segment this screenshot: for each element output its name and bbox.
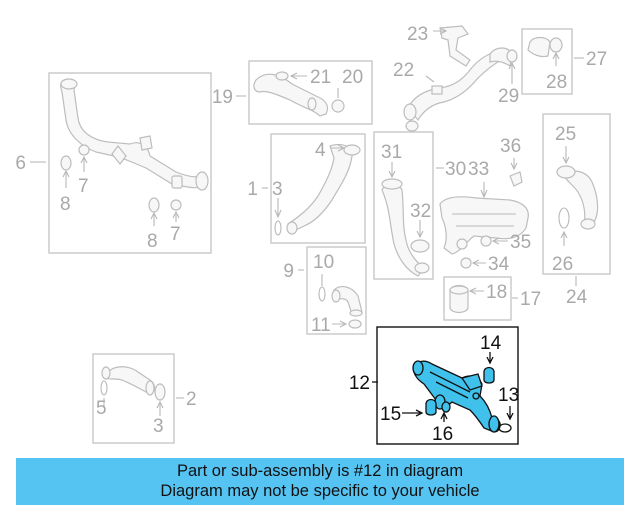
group-2: 5 3 2	[92, 353, 197, 444]
group-2-box	[92, 353, 175, 444]
group-17: 18 17	[443, 276, 541, 321]
callout-19: 19	[212, 87, 233, 108]
callout-8b: 8	[147, 231, 158, 252]
group-1-box	[270, 133, 366, 244]
callout-18: 18	[486, 282, 507, 303]
sensor-36	[509, 171, 523, 187]
callout-17: 17	[520, 289, 541, 310]
callout-33: 33	[468, 159, 489, 180]
callout-7b: 7	[170, 224, 181, 245]
group-30: 31 32 30	[373, 131, 466, 280]
bracket-23	[439, 25, 471, 67]
grommet-16	[441, 401, 451, 413]
callout-9: 9	[283, 261, 294, 282]
group-9-box	[306, 246, 367, 335]
callout-2: 2	[186, 389, 197, 410]
callout-30: 30	[445, 159, 466, 180]
group-12-highlighted: 12 14 13 15 16	[349, 326, 519, 445]
callout-34: 34	[488, 254, 510, 275]
callout-10: 10	[313, 252, 334, 273]
callout-1: 1	[247, 179, 258, 200]
callout-12: 12	[349, 373, 370, 394]
callout-26: 26	[552, 254, 573, 275]
group-24: 25 26 24	[542, 113, 611, 308]
callout-6: 6	[15, 153, 26, 174]
group-12-box	[376, 326, 519, 445]
callout-22: 22	[393, 60, 414, 81]
grommet-8-top	[60, 155, 72, 171]
callout-15: 15	[380, 404, 401, 425]
callout-20: 20	[342, 67, 363, 88]
callout-29: 29	[498, 86, 519, 107]
clamp-27	[527, 36, 551, 58]
callout-35: 35	[510, 232, 531, 253]
hose-30	[381, 183, 425, 277]
callout-16: 16	[432, 424, 453, 445]
callout-5: 5	[96, 398, 107, 419]
callout-31: 31	[381, 142, 402, 163]
callout-3b: 3	[153, 416, 164, 437]
group-1: 1 3 4	[247, 133, 366, 244]
callout-36: 36	[500, 136, 521, 157]
group-19-box	[248, 60, 373, 125]
bolt-35	[480, 235, 492, 247]
callout-32: 32	[410, 201, 431, 222]
callout-13: 13	[498, 385, 519, 406]
group-9: 9 10 11	[283, 246, 367, 336]
callout-14: 14	[480, 333, 502, 354]
callout-27: 27	[586, 49, 607, 70]
grommet-7-bottom	[170, 199, 182, 211]
callout-3: 3	[272, 179, 283, 200]
callout-7a: 7	[78, 176, 89, 197]
banner-line-2: Diagram may not be specific to your vehi…	[160, 482, 480, 500]
grommet-8-bottom	[148, 197, 160, 213]
callout-28: 28	[546, 72, 567, 93]
o-ring-13	[498, 423, 512, 433]
callout-4: 4	[315, 140, 326, 161]
group-24-box	[542, 113, 611, 275]
callout-23: 23	[407, 24, 428, 45]
group-17-box	[443, 276, 512, 321]
group-27: 27 28	[521, 28, 607, 95]
grommet-14	[483, 366, 495, 384]
pipe-6	[60, 78, 205, 189]
group-30-box	[373, 131, 434, 280]
group-19: 19 21 20	[212, 60, 373, 125]
callout-8a: 8	[60, 194, 71, 215]
group-33: 33 36 35 34	[439, 136, 531, 275]
banner-line-1: Part or sub-assembly is #12 in diagram	[176, 462, 464, 480]
bolt-34	[460, 257, 472, 269]
grommet-7-top	[78, 144, 90, 156]
callout-24: 24	[566, 287, 588, 308]
callout-25: 25	[555, 124, 576, 145]
group-22: 23 22 29	[393, 24, 519, 132]
callout-11: 11	[311, 315, 331, 336]
group-6: 6 7 8 8 7	[15, 72, 212, 254]
group-6-box	[48, 72, 212, 254]
group-27-box	[521, 28, 573, 95]
callout-21: 21	[310, 67, 331, 88]
info-banner: Part or sub-assembly is #12 in diagram D…	[16, 458, 624, 505]
